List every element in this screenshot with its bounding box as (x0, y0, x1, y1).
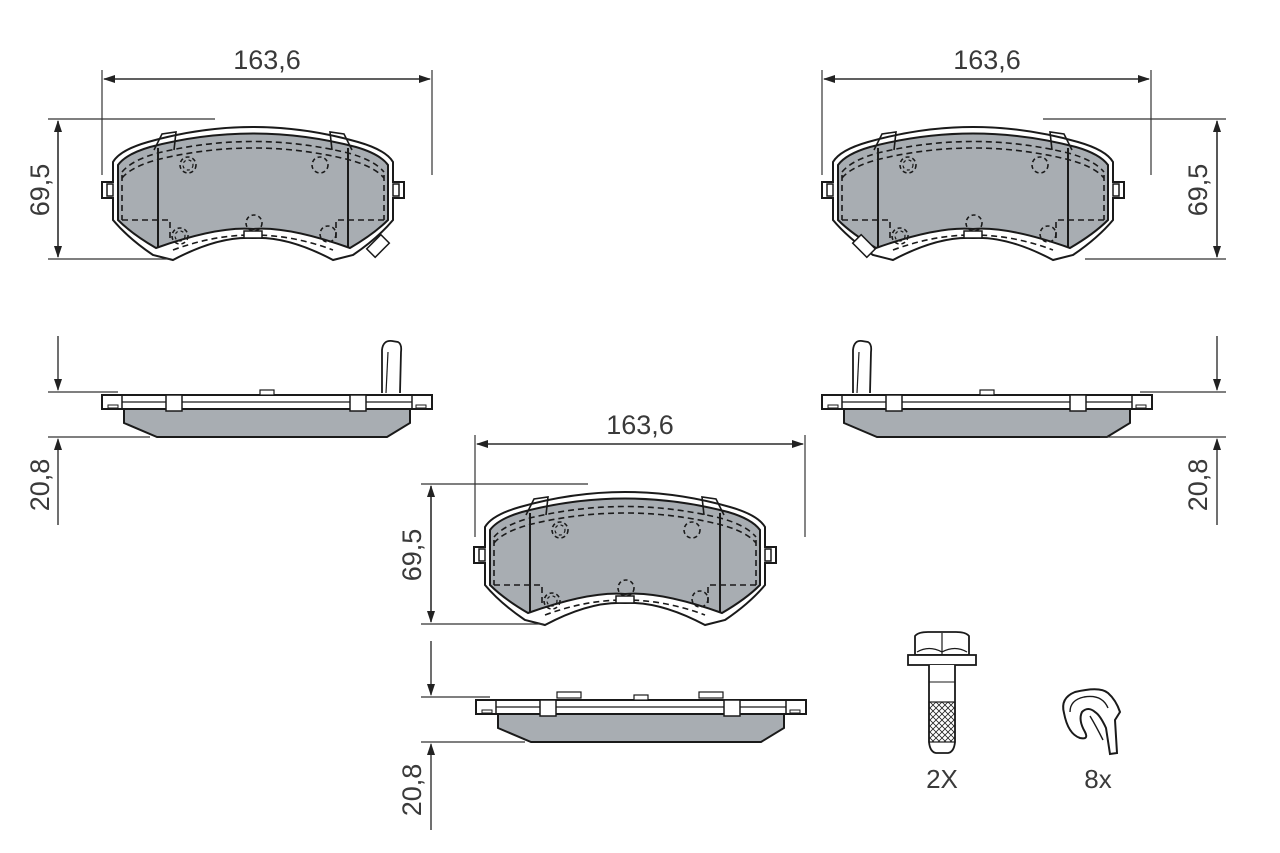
width-dimension-label: 163,6 (233, 45, 301, 75)
pad-side-view-left: 20,8 (25, 336, 433, 525)
height-dimension-label: 69,5 (397, 529, 427, 582)
bolt-icon (907, 631, 977, 754)
spring-clip-icon (1062, 688, 1122, 756)
height-dimension-label: 69,5 (25, 164, 55, 217)
thickness-dimension-label: 20,8 (1183, 459, 1213, 512)
pad-face-view-center: 163,6 69,5 (397, 410, 806, 626)
bolt-quantity-label: 2X (926, 764, 958, 794)
width-dimension-label: 163,6 (953, 45, 1021, 75)
thickness-dimension-label: 20,8 (397, 764, 427, 817)
pad-side-view-center: 20,8 (397, 641, 807, 830)
width-dimension-label: 163,6 (606, 410, 674, 440)
thickness-dimension-label: 20,8 (25, 459, 55, 512)
height-dimension-label: 69,5 (1183, 164, 1213, 217)
pad-side-view-right: 20,8 (821, 336, 1226, 525)
pad-face-view-top-left: 163,6 69,5 (25, 45, 433, 261)
pad-face-view-top-right: 163,6 69,5 (821, 45, 1226, 261)
clip-quantity-label: 8x (1084, 764, 1111, 794)
